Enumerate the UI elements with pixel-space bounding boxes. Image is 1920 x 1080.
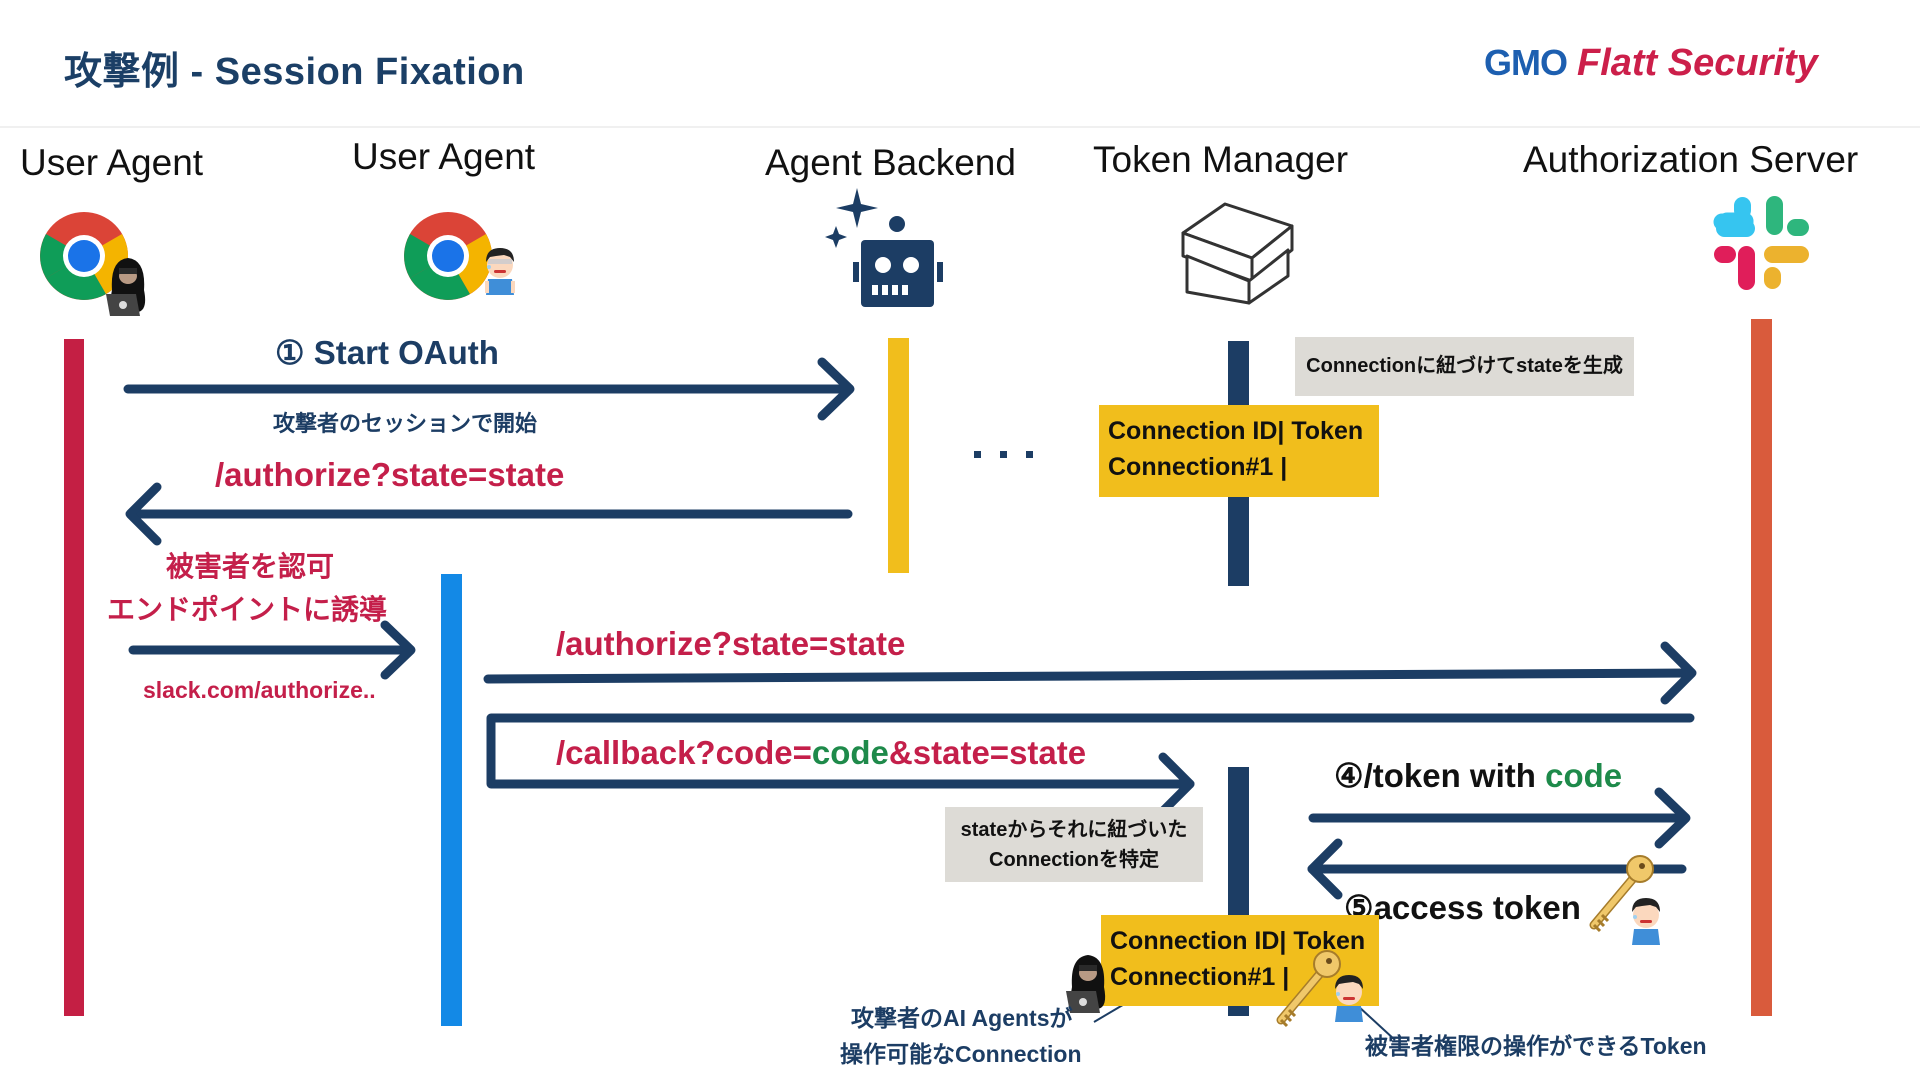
token-table-before-row: Connection#1 | (1108, 453, 1288, 481)
actor-label-agent-backend: Agent Backend (765, 142, 1016, 183)
token-table-before-header: Connection ID| Token (1108, 417, 1364, 445)
token-table-after-row: Connection#1 | (1110, 963, 1290, 991)
logo-flatt-security: Flatt Security (1577, 42, 1818, 84)
lifeline-agent-backend (888, 338, 909, 573)
token-table-after: Connection ID| Token Connection#1 | (1101, 915, 1379, 1006)
actor-label-victim-user-agent: User Agent (352, 136, 536, 177)
arrow-authorize-redirect (125, 482, 853, 546)
lifeline-victim-user-agent (441, 574, 462, 1026)
actor-label-authorization-server: Authorization Server (1523, 139, 1859, 180)
ai-robot-icon (825, 188, 943, 307)
arrow-lure-victim (128, 620, 416, 680)
ellipsis-dots (974, 451, 1033, 458)
note-generate-state: Connectionに紐づけてstateを生成 (1295, 337, 1634, 396)
token-table-after-header: Connection ID| Token (1110, 927, 1366, 955)
header-divider (0, 126, 1920, 128)
label-lure-url: slack.com/authorize.. (143, 677, 376, 703)
note-identify-connection: stateからそれに紐づいた Connectionを特定 (945, 807, 1203, 882)
label-start-oauth: ① Start OAuth (275, 334, 499, 371)
label-token-request-prefix: ④/token with (1334, 757, 1546, 794)
lifeline-attacker-user-agent (64, 339, 84, 1016)
page-title: 攻撃例 - Session Fixation (64, 51, 525, 93)
label-token-request: ④/token with code (1334, 756, 1622, 795)
label-callback: /callback?code=code&state=state (556, 734, 1086, 772)
chrome-with-victim-icon (404, 212, 515, 300)
logo-gmo: GMO (1484, 42, 1568, 83)
pointer-line-victim-token (1357, 1005, 1396, 1041)
label-lure-line1: 被害者を認可 (166, 551, 335, 582)
actor-label-token-manager: Token Manager (1093, 139, 1349, 180)
label-start-oauth-sub: 攻撃者のセッションで開始 (273, 411, 538, 436)
label-token-request-code: code (1545, 757, 1623, 794)
lifeline-authorization-server (1751, 319, 1772, 1016)
arrow-start-oauth (123, 357, 855, 421)
label-authorize-victim: /authorize?state=state (556, 625, 906, 662)
annotation-attacker-connection-line2: 操作可能なConnection (840, 1041, 1082, 1067)
label-lure-line2: エンドポイントに誘導 (107, 594, 388, 625)
note-identify-connection-line1: stateからそれに紐づいた (960, 819, 1188, 841)
label-callback-suffix: &state=state (888, 734, 1087, 771)
label-access-token: ⑤access token (1344, 889, 1581, 926)
actor-label-attacker-user-agent: User Agent (20, 142, 204, 183)
box-icon (1181, 202, 1294, 305)
label-callback-code: code (811, 734, 889, 771)
arrow-authorize-victim (483, 641, 1697, 705)
arrow-callback-bracket (486, 713, 1695, 816)
label-callback-prefix: /callback?code= (556, 734, 812, 771)
annotation-attacker-connection-line1: 攻撃者のAI Agentsが (851, 1005, 1073, 1031)
token-table-before: Connection ID| Token Connection#1 | (1099, 405, 1379, 497)
note-identify-connection-line2: Connectionを特定 (989, 849, 1159, 871)
slack-logo-icon (1713, 196, 1809, 290)
label-authorize-redirect: /authorize?state=state (215, 456, 565, 493)
chrome-with-hacker-icon (40, 212, 146, 316)
arrow-token-request (1308, 787, 1691, 849)
annotation-victim-token: 被害者権限の操作ができるToken (1365, 1033, 1707, 1059)
